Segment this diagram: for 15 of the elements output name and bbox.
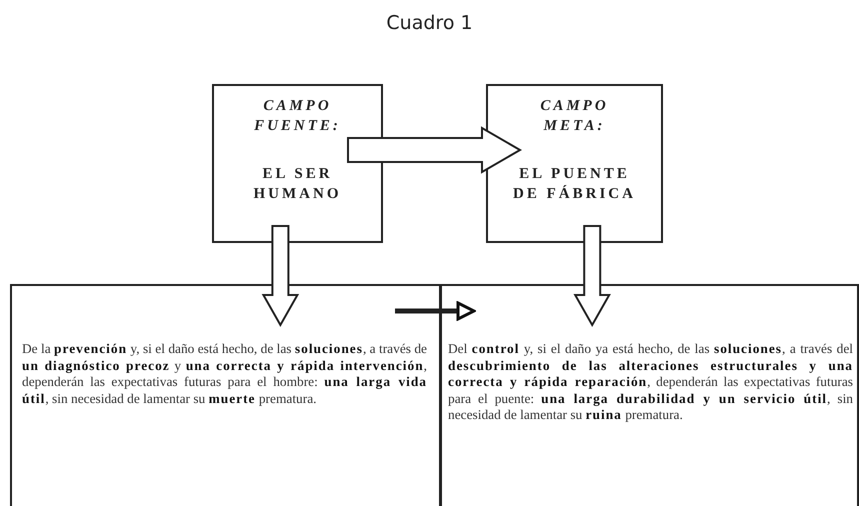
arrow [395, 302, 476, 320]
heading: CAMPO FUENTE: [253, 97, 342, 136]
paragraph: De la prevención y, si el daño está hecho, de las soluciones, a través de un diagnóstico precoz y una correcta y rápida intervención, dependerán las expectativas futuras para el hombre: una larga vida útil, sin necesidad de lamentar su muerte prematura. [22, 341, 427, 408]
block-arrow [573, 225, 611, 328]
paragraph: Del control y, si el daño ya está hecho, de las soluciones, a través del descubrimiento de las alteraciones estructurales y una correcta y rápida reparación, dependerán las expectativas futuras para el puente: una larga durabilidad y un servicio útil, sin necesidad de lamentar su ruina prematura. [448, 341, 853, 424]
text-panel [440, 284, 859, 506]
label: EL SER HUMANO [252, 165, 342, 204]
label: EL PUENTE DE FÁBRICA [512, 165, 637, 204]
text-panel [10, 284, 441, 506]
block-arrow [347, 126, 522, 174]
title: Cuadro 1 [385, 12, 474, 34]
concept-box [486, 84, 663, 243]
heading: CAMPO META: [539, 97, 610, 136]
concept-box [212, 84, 383, 243]
block-arrow [262, 225, 300, 328]
